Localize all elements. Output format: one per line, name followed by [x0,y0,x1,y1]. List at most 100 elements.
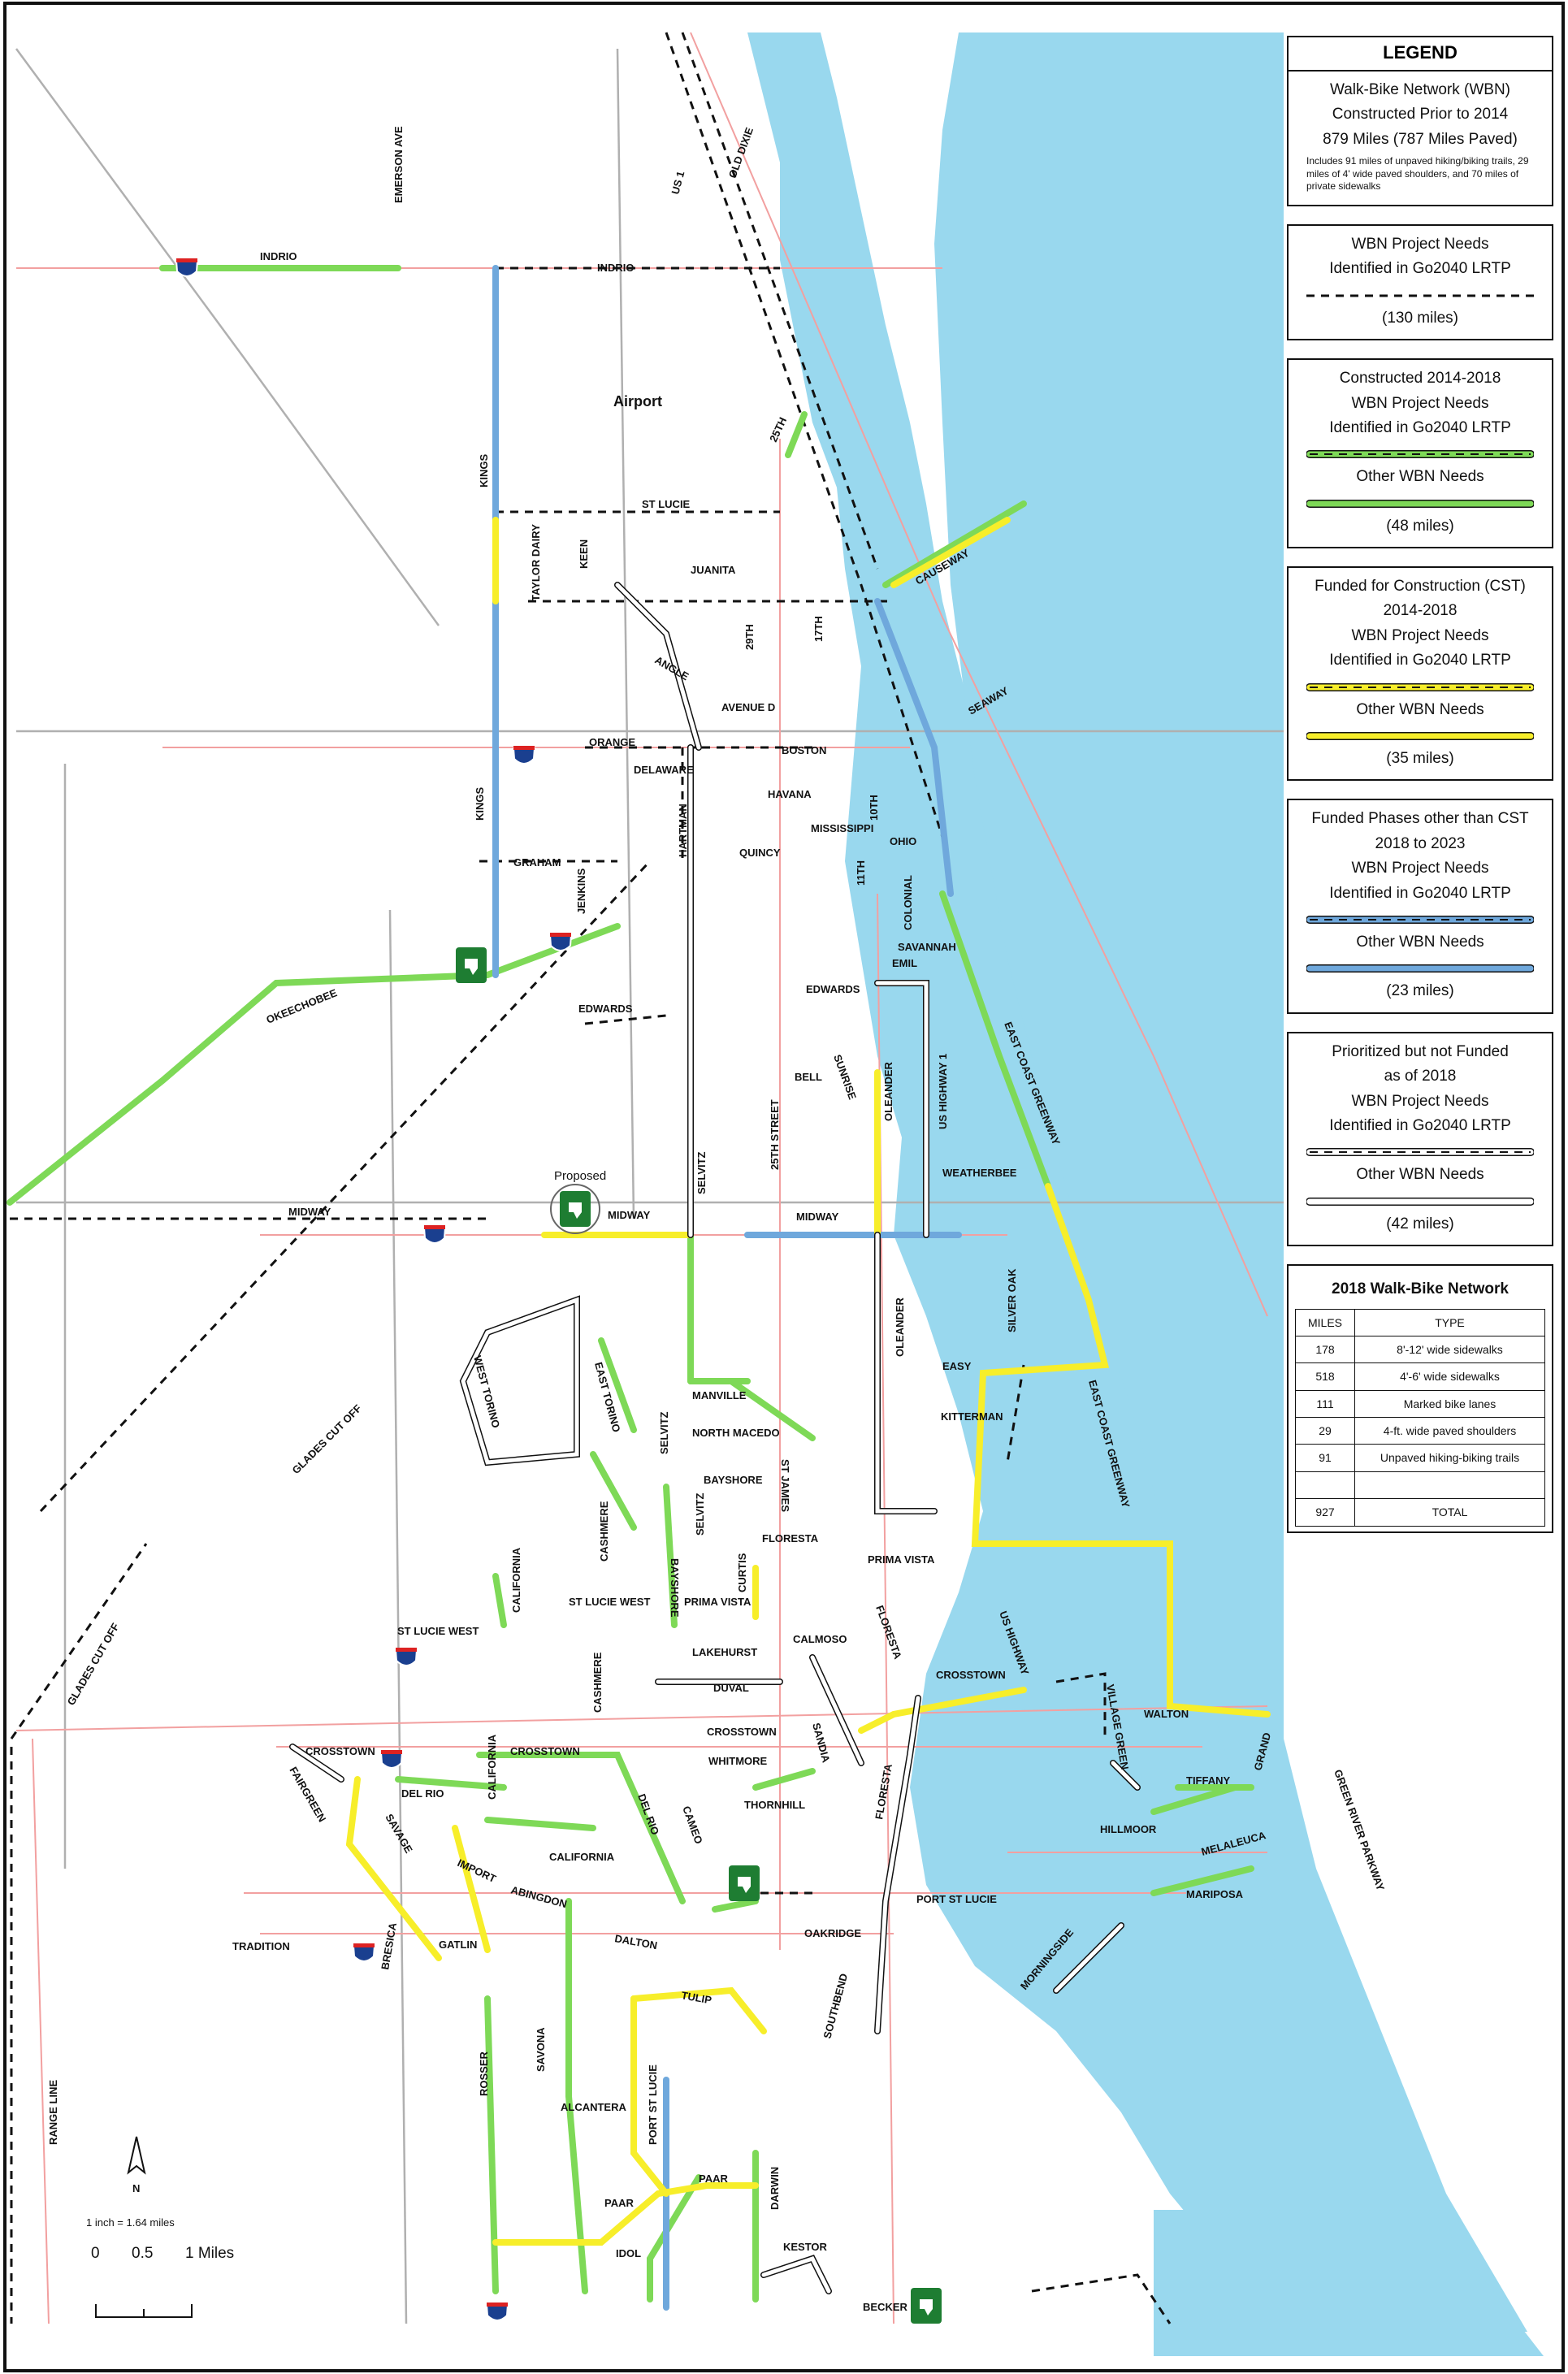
legend-line: Prioritized but not Funded [1332,1042,1509,1060]
legend-line: Identified in Go2040 LRTP [1329,260,1511,278]
label-25th-street: 25TH STREET [769,1099,781,1170]
label-tiffany: TIFFANY [1186,1774,1230,1787]
table-cell-miles: 111 [1295,1389,1355,1419]
label-quincy: QUINCY [739,847,781,859]
label-midway-center: MIDWAY [796,1211,839,1223]
label-california-south: CALIFORNIA [486,1734,498,1800]
legend-title: LEGEND [1383,42,1458,63]
label-hartman: HARTMAN [677,804,689,857]
legend-note: Includes 91 miles of unpaved hiking/biki… [1306,155,1529,193]
label-manville: MANVILLE [692,1389,747,1401]
legend-line: as of 2018 [1384,1068,1457,1085]
wbn-needs-dashed [10,32,1172,2324]
label-indrio: INDRIO [597,262,635,274]
label-crosstown-west-2: CROSSTOWN [510,1745,580,1757]
scale-tick-1: 1 Miles [185,2245,235,2262]
label-bell: BELL [795,1071,822,1083]
table-cell-type: 4'-6' wide sidewalks [1354,1362,1545,1391]
label-savona: SAVONA [535,2027,547,2072]
table-cell-miles: 91 [1295,1444,1355,1472]
label-easy: EASY [942,1360,972,1372]
label-orange: ORANGE [589,736,635,748]
legend-line: Funded for Construction (CST) [1315,578,1526,596]
legend-sections: Walk-Bike Network (WBN)Constructed Prior… [1287,70,1553,1247]
label-graham: GRAHAM [513,856,561,869]
table-cell-type: 8'-12' wide sidewalks [1354,1335,1545,1364]
label-crosstown-center: CROSSTOWN [707,1726,777,1738]
ocean-water [934,32,1284,1999]
label-kings-north: KINGS [478,454,490,488]
label-boston: BOSTON [782,744,826,756]
interstate-shields [175,258,573,2321]
legend-line: 879 Miles (787 Miles Paved) [1323,130,1518,148]
label-port-st-lucie-east: PORT ST LUCIE [916,1893,997,1905]
label-edwards: EDWARDS [806,983,860,995]
label-delaware: DELAWARE [634,764,694,776]
legend-line: Identified in Go2040 LRTP [1329,652,1511,669]
label-17th: 17TH [812,616,825,642]
table-cell-miles: 518 [1295,1362,1355,1391]
label-oleander-north: OLEANDER [882,1061,894,1121]
south-water [1154,2210,1544,2356]
table-cell-type [1354,1471,1545,1500]
label-bayshore-north: BAYSHORE [704,1474,763,1486]
label-darwin: DARWIN [769,2167,781,2210]
label-thornhill: THORNHILL [744,1799,805,1811]
legend-total: (48 miles) [1386,517,1454,535]
label-duval: DUVAL [713,1682,749,1694]
legend-line: Constructed 2014-2018 [1339,370,1501,388]
label-hillmoor: HILLMOOR [1100,1823,1157,1835]
label-airport: Airport [613,393,662,409]
network-table-title: 2018 Walk-Bike Network [1332,1280,1509,1298]
legend-symbol-blue [1306,960,1535,974]
label-selvitz-north: SELVITZ [695,1151,708,1194]
table-cell-type: 4-ft. wide paved shoulders [1354,1417,1545,1445]
label-crosstown-east: CROSSTOWN [936,1669,1006,1681]
label-st-lucie: ST LUCIE [642,498,691,510]
label-us-highway-1: US HIGHWAY 1 [937,1054,949,1129]
label-29th: 29TH [743,624,756,650]
legend-line: Funded Phases other than CST [1311,810,1529,828]
label-st-james: ST JAMES [779,1459,791,1512]
legend-line: Identified in Go2040 LRTP [1329,418,1511,436]
table-cell-miles [1295,1471,1355,1500]
legend-line: WBN Project Needs [1351,860,1489,877]
label-lakehurst: LAKEHURST [692,1646,757,1658]
label-kestor: KESTOR [783,2241,828,2253]
turnpike-sign-icon [911,2288,942,2324]
label-us1: US 1 [669,170,687,196]
network-table-header-type: TYPE [1354,1308,1545,1336]
label-north-macedo: NORTH MACEDO [692,1427,780,1439]
legend-total: (130 miles) [1382,309,1458,327]
label-del-rio-west: DEL RIO [401,1787,444,1800]
label-11th: 11TH [855,860,867,886]
table-cell-type: Unpaved hiking-biking trails [1354,1444,1545,1472]
legend-line: WBN Project Needs [1351,235,1489,253]
legend-line: Identified in Go2040 LRTP [1329,1116,1511,1134]
legend-line: Constructed Prior to 2014 [1332,106,1509,123]
interstate-shield-icon [175,258,199,277]
label-rosser: ROSSER [478,2051,490,2096]
legend-symbol-green-dashed [1306,445,1535,460]
north-arrow-icon [127,2136,146,2175]
label-crosstown-west: CROSSTOWN [305,1745,375,1757]
legend-symbol-green [1306,495,1535,509]
constructed-2014-2018 [6,265,1254,2303]
legend-line: Identified in Go2040 LRTP [1329,884,1511,902]
turnpike-sign-icon [456,947,487,983]
label-keen: KEEN [578,539,590,569]
label-gatlin: GATLIN [439,1939,477,1951]
label-proposed: Proposed [554,1169,606,1183]
label-tulip: TULIP [680,1989,713,2006]
legend-symbol-blue-dashed [1306,911,1535,925]
label-avenue-d: AVENUE D [721,701,775,713]
